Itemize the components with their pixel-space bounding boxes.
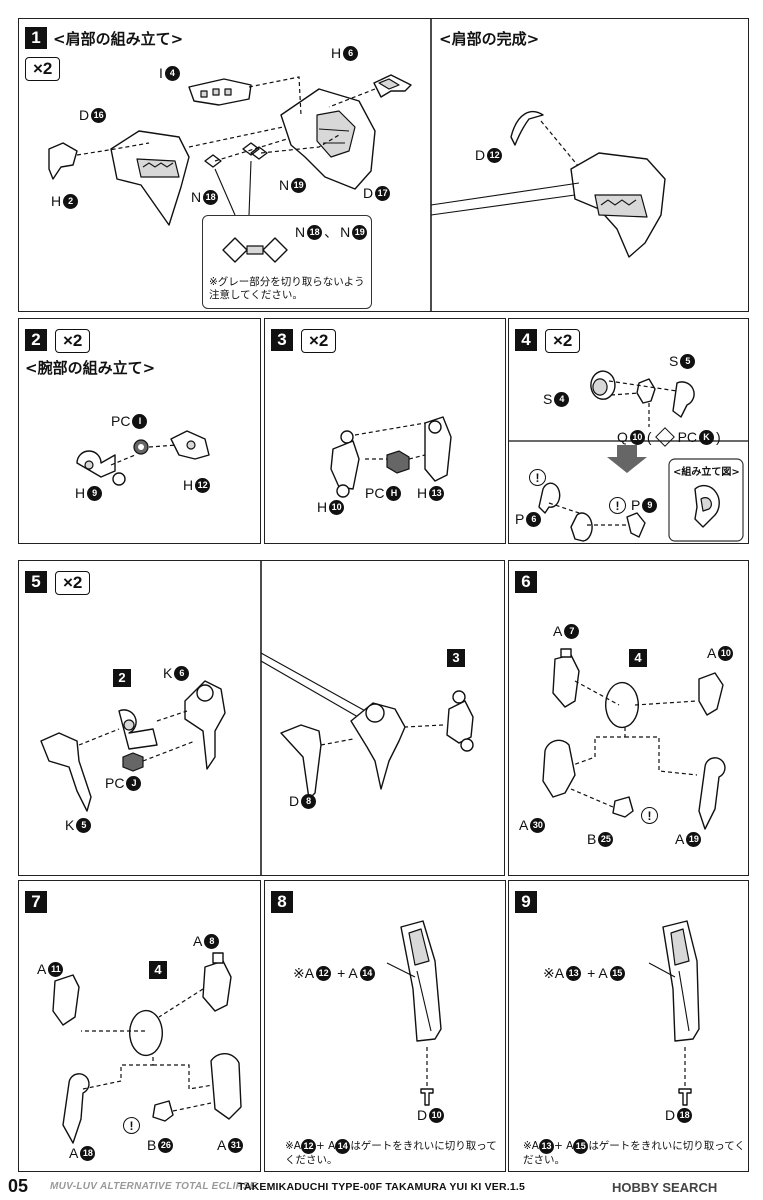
step-number: 7 [25, 891, 47, 913]
page-number: 05 [8, 1176, 29, 1196]
step-number: 5 [25, 571, 47, 593]
caution-icon: ! [641, 807, 658, 824]
step-reference-badge: 2 [113, 669, 131, 687]
multiplier-badge: ×2 [545, 329, 581, 353]
multiplier-badge: ×2 [55, 329, 91, 353]
step-number: 8 [271, 891, 293, 913]
step-8-illustration [386, 920, 442, 1106]
step-9-illustration [648, 920, 700, 1106]
pc-part-icon [654, 427, 675, 447]
step-title: <腕部の組み立て> [25, 359, 156, 377]
step-number: 2 [25, 329, 47, 351]
step-title: <肩部の組み立て> [53, 30, 184, 48]
assembled-view-label: <組み立て図> [673, 467, 740, 478]
step-7-illustration [52, 952, 242, 1144]
step-reference-badge: 4 [149, 961, 167, 979]
multiplier-badge: ×2 [55, 571, 91, 595]
step-5-illustration [40, 561, 474, 875]
caution-icon: ! [529, 469, 546, 486]
step-reference-badge: 4 [629, 649, 647, 667]
gray-part-diagram [222, 237, 288, 263]
caution-icon: ! [609, 497, 626, 514]
watermark: HOBBY SEARCH [612, 1180, 718, 1195]
caution-icon: ! [123, 1117, 140, 1134]
step-number: 3 [271, 329, 293, 351]
shoulder-complete-title: <肩部の完成> [439, 30, 540, 48]
multiplier-badge: ×2 [25, 57, 61, 81]
step-1-illustration [48, 19, 666, 311]
gray-part-note: ※グレー部分を切り取らないよう注意してください。 [209, 276, 365, 301]
page-footer: 05 MUV-LUV ALTERNATIVE TOTAL ECLIPSE TAK… [0, 1172, 763, 1200]
series-title: MUV-LUV ALTERNATIVE TOTAL ECLIPSE [50, 1181, 257, 1192]
multiplier-badge: ×2 [301, 329, 337, 353]
step-reference-badge: 3 [447, 649, 465, 667]
step-3-illustration [330, 416, 452, 498]
step-number: 9 [515, 891, 537, 913]
step-number: 1 [25, 27, 47, 49]
step-4-illustration [509, 370, 748, 542]
step-6-illustration [542, 648, 726, 830]
step-2-illustration [76, 430, 210, 486]
product-title: TAKEMIKADUCHI TYPE-00F TAKAMURA YUI KI V… [238, 1181, 526, 1193]
step-number: 4 [515, 329, 537, 351]
step-number: 6 [515, 571, 537, 593]
